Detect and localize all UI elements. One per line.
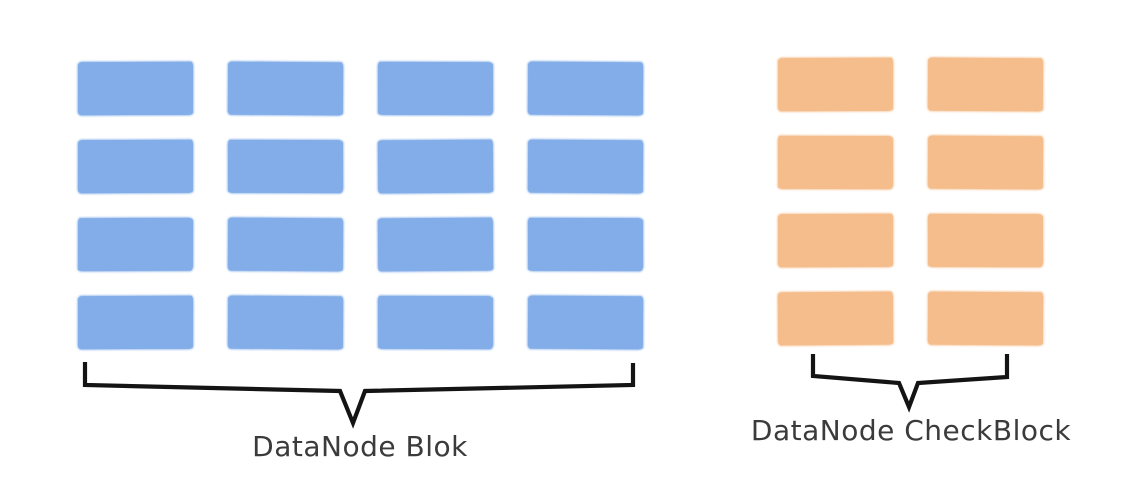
datanode-block-block (377, 139, 494, 194)
datanode-block-block (377, 61, 494, 116)
datanode-checkblock-block (927, 57, 1044, 112)
datanode-block-block (77, 139, 194, 194)
datanode-block-brace-icon (82, 362, 636, 429)
datanode-block-block (227, 295, 344, 350)
datanode-block-block (227, 61, 344, 116)
datanode-checkblock-block (777, 213, 894, 268)
datanode-block-grid (77, 61, 644, 350)
datanode-block-block (527, 217, 644, 272)
datanode-checkblock-block (777, 135, 894, 190)
datanode-block-block (527, 61, 644, 116)
datanode-checkblock-block (777, 291, 894, 346)
datanode-block-block (377, 295, 494, 350)
datanode-block-block (77, 295, 194, 350)
datanode-checkblock-block (927, 213, 1044, 268)
datanode-checkblock-block (927, 135, 1044, 190)
datanode-checkblock-grid (777, 57, 1044, 346)
datanode-block-label: DataNode Blok (252, 430, 468, 463)
datanode-checkblock-block (927, 291, 1044, 346)
datanode-checkblock-block (777, 57, 894, 112)
datanode-block-block (227, 139, 344, 194)
datanode-checkblock-brace-icon (810, 354, 1010, 413)
datanode-block-block (77, 217, 194, 272)
datanode-block-block (527, 295, 644, 350)
datanode-checkblock-label: DataNode CheckBlock (750, 414, 1072, 447)
datanode-block-block (527, 139, 644, 194)
datanode-block-block (77, 61, 194, 116)
datanode-block-block (377, 217, 494, 272)
datanode-block-block (227, 217, 344, 272)
